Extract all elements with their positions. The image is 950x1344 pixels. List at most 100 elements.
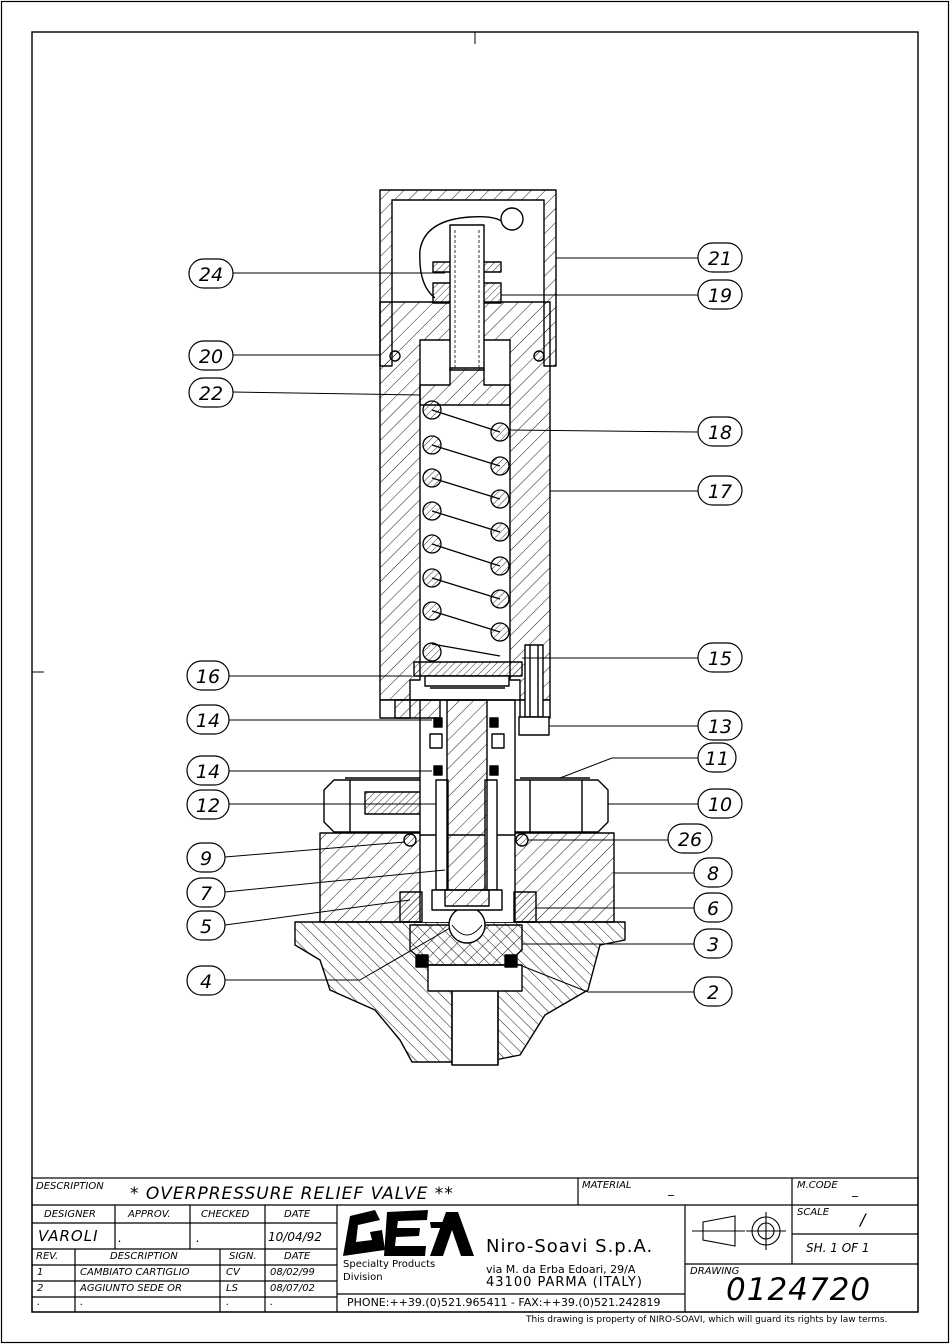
callout-label: 12: [196, 795, 220, 817]
callout-label: 7: [200, 883, 212, 905]
drawing-label: DRAWING: [690, 1266, 740, 1277]
callout-16: [186, 660, 230, 691]
leader-lines: [224, 257, 699, 993]
approv-value: .: [118, 1231, 122, 1245]
callout-label: 19: [708, 285, 732, 307]
sign-label: SIGN.: [229, 1251, 257, 1262]
phone-fax: PHONE:++39.(0)521.965411 - FAX:++39.(0)5…: [347, 1296, 661, 1309]
callout-20: [188, 340, 234, 371]
part-18-spring: [422, 400, 510, 662]
designer-label: DESIGNER: [44, 1209, 96, 1220]
callout-22: [188, 377, 234, 408]
callout-label: 9: [200, 848, 212, 870]
scale-value: /: [860, 1210, 866, 1229]
revision-2-date: 08/07/02: [270, 1283, 315, 1294]
callout-label: 18: [708, 422, 732, 444]
mcode-value: _: [852, 1183, 858, 1197]
callout-15: [697, 642, 743, 673]
part-5-ring: [399, 891, 423, 923]
callout-13: [697, 710, 743, 741]
callout-label: 10: [708, 794, 732, 816]
callout-26: [667, 823, 713, 854]
callout-label: 3: [707, 934, 719, 956]
callout-label: 13: [708, 716, 732, 738]
company-name: Niro-Soavi S.p.A.: [486, 1236, 654, 1257]
material-label: MATERIAL: [582, 1180, 632, 1191]
callout-19: [697, 279, 743, 310]
revision-3-rev: .: [37, 1297, 41, 1308]
callout-label: 14: [196, 710, 220, 732]
stem: [446, 699, 488, 906]
date-label: DATE: [284, 1209, 311, 1220]
callout-6: [693, 892, 733, 923]
revision-2-rev: 2: [37, 1283, 44, 1294]
division-line-1: Specialty Products: [343, 1259, 436, 1270]
callout-label: 2: [707, 982, 719, 1004]
callout-12: [186, 789, 230, 820]
callout-label: 22: [199, 383, 223, 405]
callout-17: [697, 475, 743, 506]
approv-label: APPROV.: [128, 1209, 171, 1220]
callout-2: [693, 976, 733, 1007]
callout-label: 14: [196, 761, 220, 783]
callout-18: [697, 416, 743, 447]
checked-label: CHECKED: [201, 1209, 250, 1220]
callout-9: [186, 842, 226, 873]
revision-2-sign: LS: [226, 1283, 238, 1294]
revision-3-desc: .: [80, 1297, 84, 1308]
part-13-screw: [524, 644, 544, 718]
revision-3-sign: .: [226, 1297, 230, 1308]
callout-10: [697, 788, 743, 819]
revision-1-desc: CAMBIATO CARTIGLIO: [80, 1267, 190, 1278]
callout-label: 11: [705, 748, 729, 770]
designer-value: VAROLI: [38, 1227, 99, 1245]
drawing-title: * OVERPRESSURE RELIEF VALVE **: [130, 1184, 454, 1204]
division-line-2: Division: [343, 1272, 383, 1283]
callout-label: 16: [196, 666, 220, 688]
callout-11: [697, 742, 737, 773]
address-line-1: via M. da Erba Edoari, 29/A: [486, 1263, 636, 1276]
part-22-plate: [419, 367, 511, 406]
callout-label: 8: [707, 863, 719, 885]
valve-section-drawing: [294, 189, 626, 1066]
callout-label: 24: [199, 264, 223, 286]
callout-8: [693, 857, 733, 888]
drawing-number: 0124720: [726, 1272, 872, 1308]
property-note: This drawing is property of NIRO-SOAVI, …: [526, 1315, 888, 1325]
rev-label: REV.: [36, 1251, 59, 1262]
callout-label: 4: [200, 971, 212, 993]
callout-5: [186, 910, 226, 941]
date-value: 10/04/92: [268, 1230, 322, 1244]
rev-date-label: DATE: [284, 1251, 311, 1262]
gea-logo: [343, 1210, 474, 1256]
revision-2-desc: AGGIUNTO SEDE OR: [80, 1283, 182, 1294]
revision-3-date: .: [270, 1297, 274, 1308]
part-6-ring: [513, 891, 537, 923]
callout-bubbles: [186, 242, 743, 1007]
callout-14a: [186, 704, 230, 735]
description-label: DESCRIPTION: [36, 1181, 104, 1192]
callout-label: 20: [199, 346, 223, 368]
callout-4: [186, 965, 226, 996]
callout-3: [693, 928, 733, 959]
callout-label: 26: [678, 829, 702, 851]
callout-14b: [186, 755, 230, 786]
checked-value: .: [196, 1231, 200, 1245]
material-value: _: [668, 1182, 674, 1196]
callout-7: [186, 877, 226, 908]
callout-label: 21: [708, 248, 732, 270]
part-21-cap: [379, 189, 557, 367]
title-block-grid: [31, 1177, 919, 1313]
callout-label: 15: [708, 648, 732, 670]
callout-21: [697, 242, 743, 273]
revision-1-sign: CV: [226, 1267, 240, 1278]
callout-24: [188, 258, 234, 289]
scale-label: SCALE: [797, 1207, 830, 1218]
rev-description-label: DESCRIPTION: [110, 1251, 178, 1262]
callout-label: 6: [707, 898, 719, 920]
part-4-ball: [448, 906, 486, 944]
mcode-label: M.CODE: [797, 1180, 838, 1191]
sheet-number: SH. 1 OF 1: [806, 1241, 870, 1255]
revision-1-date: 08/02/99: [270, 1267, 315, 1278]
